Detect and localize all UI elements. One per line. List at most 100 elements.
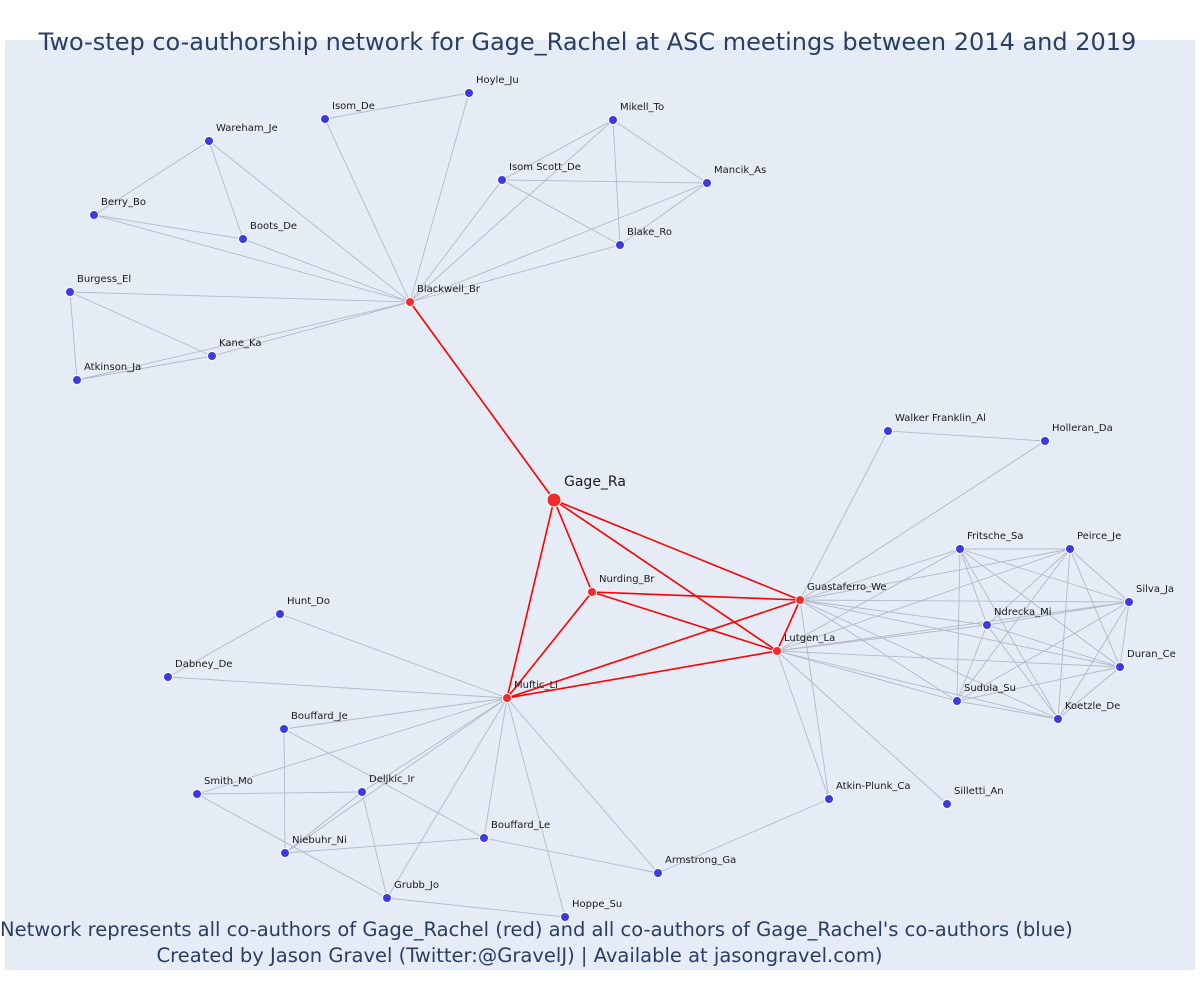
node-grubb-jo[interactable] [382, 893, 392, 903]
edge-guastaferro-we-lutgen-la [776, 599, 801, 652]
node-label-muftic-li: Muftic_Li [514, 680, 558, 691]
edge-blackwell-br-isom-de [324, 118, 411, 303]
node-smith-mo[interactable] [192, 789, 202, 799]
node-hunt-do[interactable] [275, 609, 285, 619]
node-label-armstrong-ga: Armstrong_Ga [665, 855, 736, 866]
edge-guastaferro-we-ndrecka-mi [799, 599, 988, 626]
node-label-silva-ja: Silva_Ja [1136, 584, 1174, 595]
edge-fritsche-sa-koetzle-de [959, 548, 1059, 720]
edge-armstrong-ga-atkin-plunk-ca [657, 798, 830, 874]
node-label-niebuhr-ni: Niebuhr_Ni [292, 835, 347, 846]
node-label-bouffard-je: Bouffard_Je [291, 711, 348, 722]
node-burgess-el[interactable] [65, 287, 75, 297]
node-label-nurding-br: Nurding_Br [599, 574, 655, 585]
edge-muftic-li-grubb-jo [386, 697, 508, 899]
edge-niebuhr-ni-bouffard-le [284, 837, 485, 854]
node-gage-ra[interactable] [546, 492, 562, 508]
edge-ndrecka-mi-duran-ce [986, 624, 1121, 668]
node-label-atkinson-ja: Atkinson_Ja [84, 362, 141, 373]
node-walker-franklin-al[interactable] [883, 426, 893, 436]
edge-kane-ka-atkinson-ja [76, 355, 213, 381]
node-silva-ja[interactable] [1124, 597, 1134, 607]
node-isom-scott-de[interactable] [497, 175, 507, 185]
node-label-hoppe-su: Hoppe_Su [572, 899, 622, 910]
edges-layer [69, 92, 1130, 918]
node-label-walker-franklin-al: Walker Franklin_Al [895, 413, 986, 424]
node-mancik-as[interactable] [702, 178, 712, 188]
node-label-atkin-plunk-ca: Atkin-Plunk_Ca [836, 781, 911, 792]
edge-mancik-as-blake-ro [619, 182, 708, 246]
edge-muftic-li-armstrong-ga [506, 697, 659, 874]
node-muftic-li[interactable] [502, 693, 512, 703]
edge-gage-ra-blackwell-br [409, 301, 555, 501]
node-peirce-je[interactable] [1065, 544, 1075, 554]
edge-silva-ja-koetzle-de [1057, 601, 1130, 720]
edge-blackwell-br-mancik-as [409, 182, 708, 303]
edge-nurding-br-guastaferro-we [591, 591, 801, 601]
node-atkinson-ja[interactable] [72, 375, 82, 385]
node-label-boots-de: Boots_De [250, 221, 297, 232]
edge-gage-ra-nurding-br [553, 499, 593, 593]
edge-silva-ja-sudula-su [956, 601, 1130, 702]
node-label-deljkic-ir: Deljkic_Ir [369, 774, 415, 785]
edge-hunt-do-dabney-de [167, 613, 281, 678]
edge-smith-mo-deljkic-ir [196, 791, 363, 795]
node-blackwell-br[interactable] [405, 297, 415, 307]
node-duran-ce[interactable] [1115, 662, 1125, 672]
node-bouffard-je[interactable] [279, 724, 289, 734]
edge-blackwell-br-mikell-to [409, 119, 614, 303]
plot-area [5, 40, 1195, 970]
node-hoyle-ju[interactable] [464, 88, 474, 98]
edge-lutgen-la-koetzle-de [776, 650, 1059, 720]
edge-muftic-li-hoppe-su [506, 697, 566, 918]
edge-ndrecka-mi-koetzle-de [986, 624, 1059, 720]
node-label-blackwell-br: Blackwell_Br [417, 284, 481, 295]
node-label-sudula-su: Sudula_Su [964, 683, 1016, 694]
node-silletti-an[interactable] [942, 799, 952, 809]
node-label-holleran-da: Holleran_Da [1052, 423, 1113, 434]
node-koetzle-de[interactable] [1053, 714, 1063, 724]
edge-guastaferro-we-koetzle-de [799, 599, 1059, 720]
node-lutgen-la[interactable] [772, 646, 782, 656]
edge-guastaferro-we-atkin-plunk-ca [799, 599, 830, 800]
node-niebuhr-ni[interactable] [280, 848, 290, 858]
edge-wareham-je-boots-de [208, 140, 244, 240]
edge-wareham-je-berry-bo [93, 140, 210, 216]
node-sudula-su[interactable] [952, 696, 962, 706]
node-nurding-br[interactable] [587, 587, 597, 597]
node-ndrecka-mi[interactable] [982, 620, 992, 630]
edge-guastaferro-we-duran-ce [799, 599, 1121, 668]
node-guastaferro-we[interactable] [795, 595, 805, 605]
node-armstrong-ga[interactable] [653, 868, 663, 878]
edge-blackwell-br-berry-bo [93, 214, 411, 303]
node-wareham-je[interactable] [204, 136, 214, 146]
node-kane-ka[interactable] [207, 351, 217, 361]
node-boots-de[interactable] [238, 234, 248, 244]
edge-lutgen-la-sudula-su [776, 650, 958, 702]
edge-isom-scott-de-blake-ro [501, 179, 621, 246]
edge-peirce-je-koetzle-de [1057, 548, 1071, 720]
node-deljkic-ir[interactable] [357, 787, 367, 797]
node-bouffard-le[interactable] [479, 833, 489, 843]
node-blake-ro[interactable] [615, 240, 625, 250]
footer-credit: Created by Jason Gravel (Twitter:@Gravel… [156, 944, 883, 967]
edge-isom-scott-de-mancik-as [501, 179, 708, 184]
node-holleran-da[interactable] [1040, 436, 1050, 446]
nodes-layer [65, 88, 1134, 922]
edge-isom-de-hoyle-ju [324, 92, 470, 120]
node-hoppe-su[interactable] [560, 912, 570, 922]
node-mikell-to[interactable] [608, 115, 618, 125]
edge-duran-ce-koetzle-de [1057, 666, 1121, 720]
edge-lutgen-la-peirce-je [776, 548, 1071, 652]
edge-blackwell-br-boots-de [242, 238, 411, 303]
edge-peirce-je-sudula-su [956, 548, 1071, 702]
node-atkin-plunk-ca[interactable] [824, 794, 834, 804]
edge-gage-ra-lutgen-la [553, 499, 778, 652]
node-fritsche-sa[interactable] [955, 544, 965, 554]
node-berry-bo[interactable] [89, 210, 99, 220]
node-isom-de[interactable] [320, 114, 330, 124]
node-dabney-de[interactable] [163, 672, 173, 682]
edge-guastaferro-we-walker-franklin-al [799, 430, 889, 601]
node-label-duran-ce: Duran_Ce [1127, 649, 1176, 660]
